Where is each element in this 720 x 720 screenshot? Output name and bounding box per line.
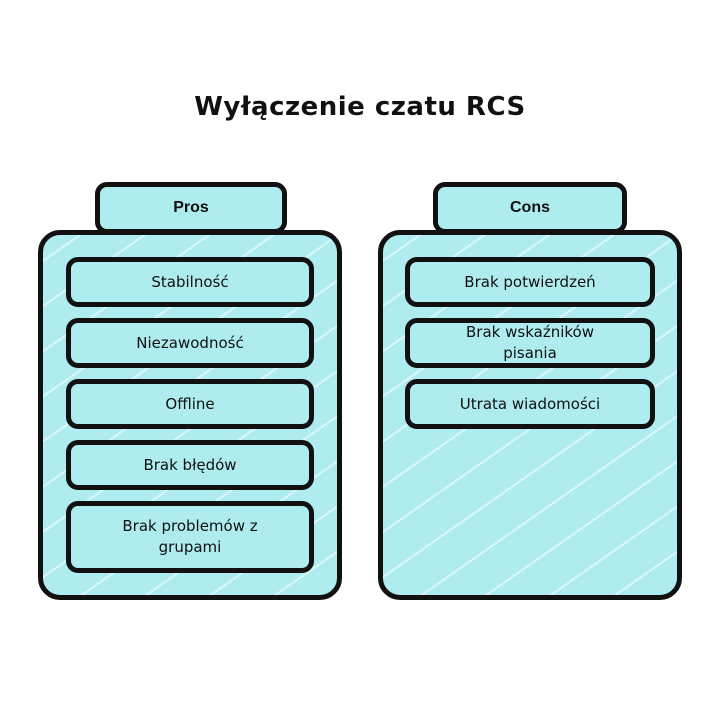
pros-item: Brak błędów — [66, 440, 314, 490]
pros-item: Offline — [66, 379, 314, 429]
pros-item-label: Brak problemów z grupami — [122, 517, 258, 556]
pros-item: Niezawodność — [66, 318, 314, 368]
cons-item: Brak potwierdzeń — [405, 257, 655, 307]
cons-header-label: Cons — [510, 199, 550, 216]
cons-item: Brak wskaźników pisania — [405, 318, 655, 368]
pros-header: Pros — [95, 182, 287, 234]
pros-item: Stabilność — [66, 257, 314, 307]
pros-item-label: Brak błędów — [143, 455, 237, 474]
cons-item-label: Brak potwierdzeń — [464, 272, 596, 291]
diagram-title: Wyłączenie czatu RCS — [194, 92, 526, 122]
cons-item-label: Utrata wiadomości — [459, 394, 601, 413]
cons-header: Cons — [433, 182, 627, 234]
pros-item-label: Niezawodność — [136, 333, 244, 352]
pros-header-label: Pros — [173, 199, 209, 216]
pros-item-label: Stabilność — [151, 272, 229, 291]
cons-item: Utrata wiadomości — [405, 379, 655, 429]
pros-item-label: Offline — [165, 394, 215, 413]
pros-item: Brak problemów z grupami — [66, 501, 314, 573]
cons-item-label: Brak wskaźników pisania — [466, 323, 594, 362]
